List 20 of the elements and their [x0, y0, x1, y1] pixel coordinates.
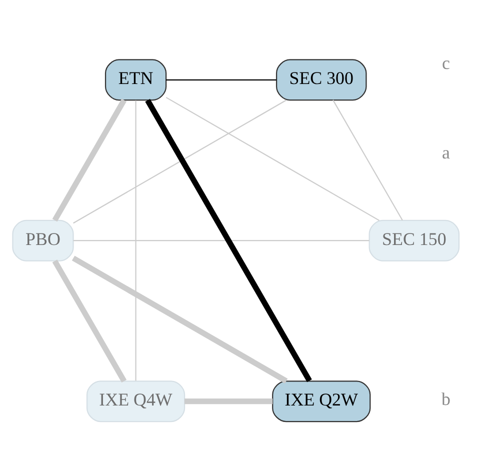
- node-box: SEC 150: [368, 220, 460, 262]
- node-box: IXE Q4W: [86, 380, 186, 422]
- label: b: [442, 389, 450, 410]
- connector: [135, 100, 136, 381]
- connector: [72, 256, 288, 384]
- connector: [73, 100, 287, 224]
- connector: [145, 98, 312, 382]
- connector: [166, 96, 380, 221]
- connector: [73, 240, 370, 242]
- connector: [332, 100, 403, 221]
- node-box: SEC 300: [276, 59, 367, 101]
- connector: [184, 398, 273, 404]
- connector: [166, 79, 276, 80]
- connector: [52, 98, 127, 222]
- label: c: [442, 52, 450, 73]
- label: a: [442, 142, 450, 163]
- node-box: ETN: [104, 59, 167, 101]
- connector: [52, 260, 127, 383]
- node-box: IXE Q2W: [272, 380, 371, 422]
- node-box: PBO: [12, 220, 74, 262]
